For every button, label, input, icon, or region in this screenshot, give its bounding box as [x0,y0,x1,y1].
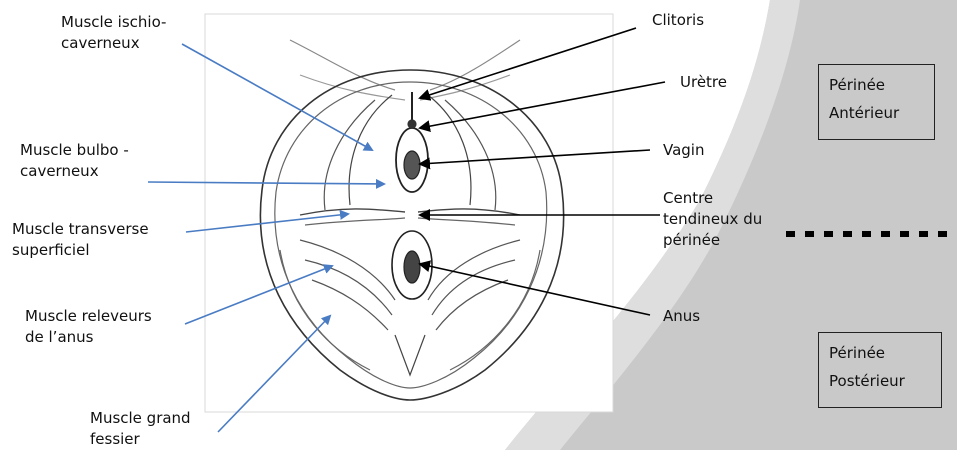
label-uretre: Urètre [680,72,727,93]
region-anterior-line2: Antérieur [829,97,924,129]
label-bulbo-caverneux: Muscle bulbo - caverneux [20,140,129,182]
label-transverse-superficiel: Muscle transverse superficiel [12,219,149,261]
label-vagin: Vagin [663,140,704,161]
label-centre-tendineux: Centre tendineux du périnée [663,188,762,251]
region-box-anterior: Périnée Antérieur [818,64,935,140]
label-ischio-caverneux: Muscle ischio- caverneux [61,12,166,54]
illustration-frame [205,14,613,412]
region-posterior-line2: Postérieur [829,365,931,397]
label-releveurs-anus: Muscle releveurs de l’anus [25,306,152,348]
region-box-posterior: Périnée Postérieur [818,332,942,408]
label-anus: Anus [663,306,700,327]
label-clitoris: Clitoris [652,10,704,31]
label-grand-fessier: Muscle grand fessier [90,408,191,450]
